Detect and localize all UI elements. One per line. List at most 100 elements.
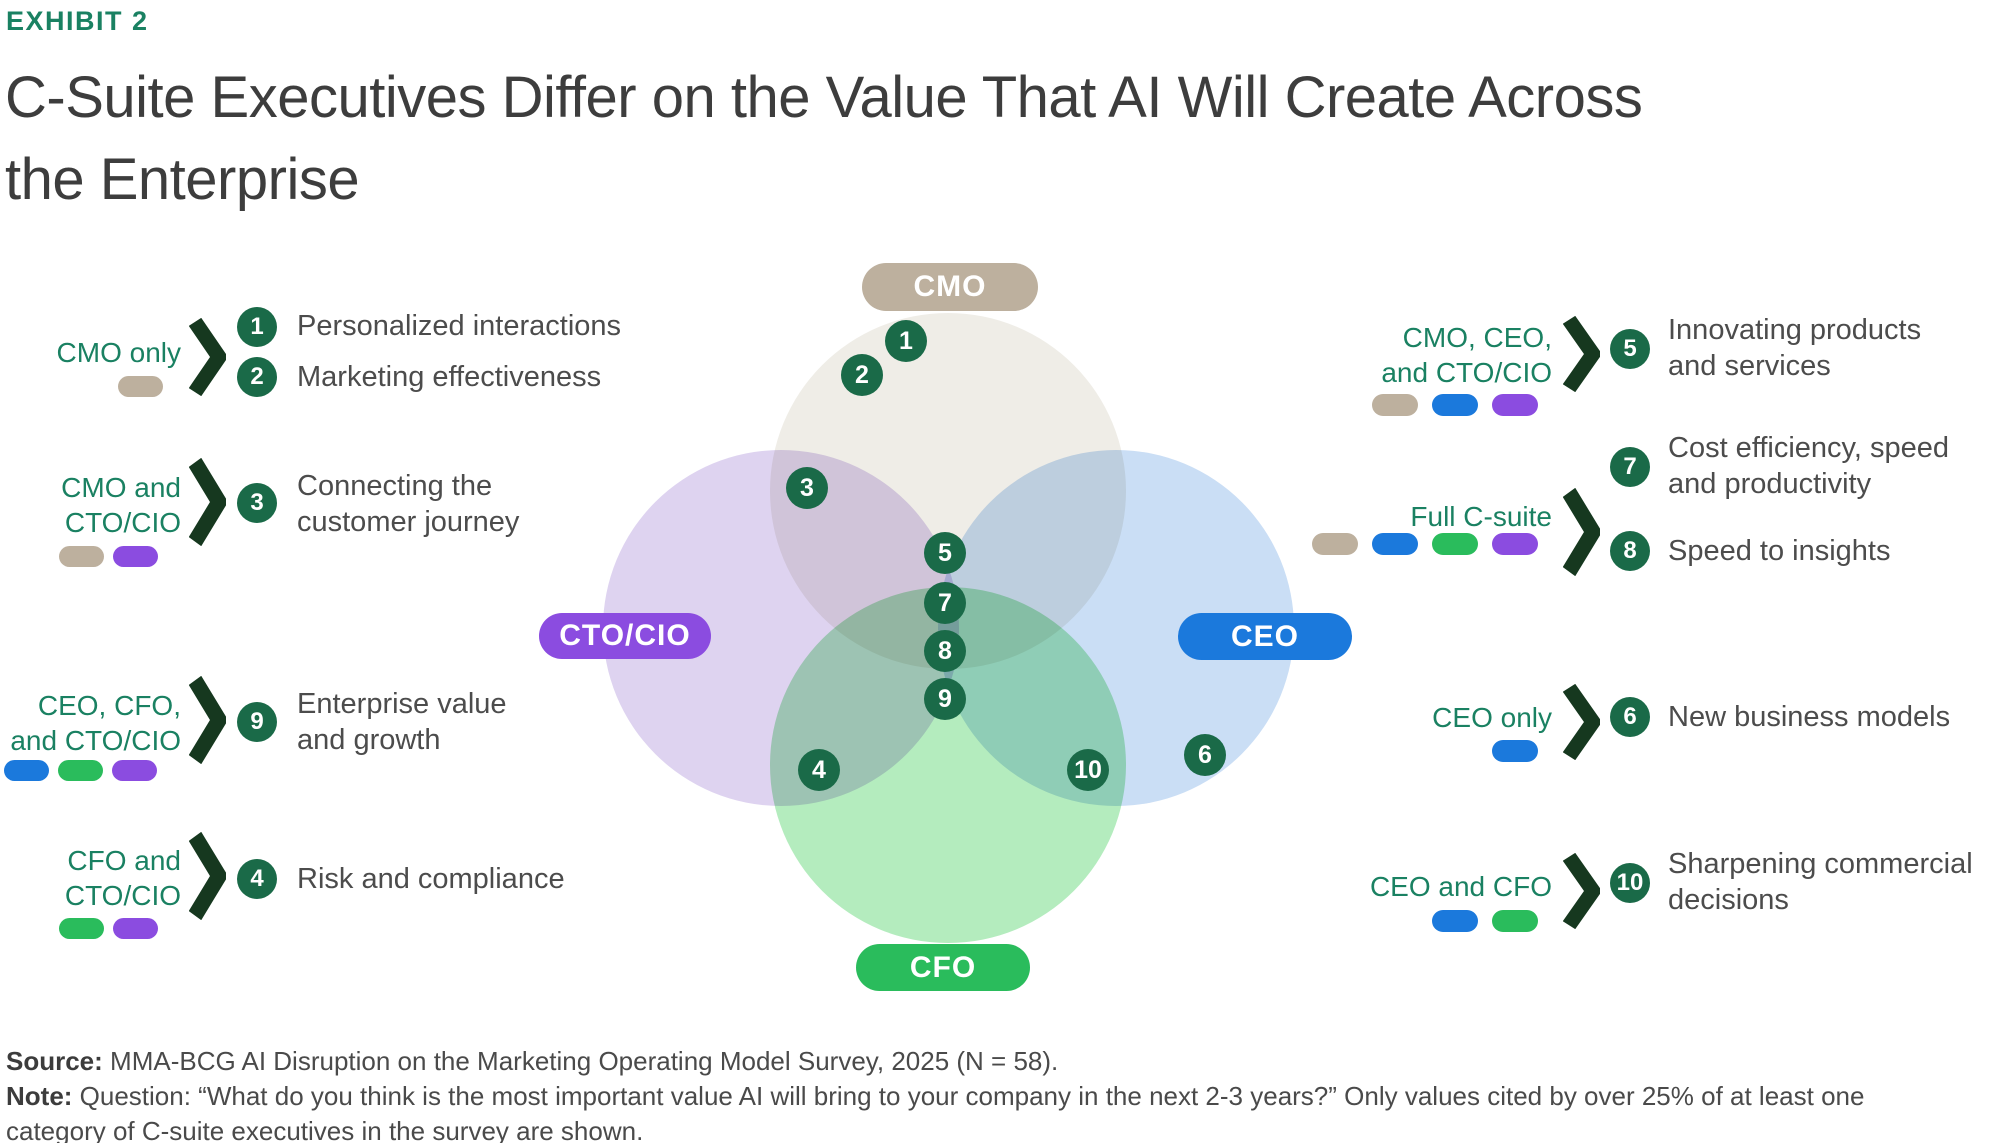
venn-tag-cfo: CFO bbox=[856, 944, 1030, 991]
callout-label-cmo-ceo-cto: CMO, CEO, and CTO/CIO bbox=[1330, 320, 1552, 390]
venn-badge-8: 8 bbox=[924, 630, 966, 672]
callout-label-line: CEO and CFO bbox=[1369, 871, 1552, 902]
item-badge-8: 8 bbox=[1610, 531, 1650, 571]
item-text-4: Risk and compliance bbox=[297, 861, 565, 897]
source-line: Source: MMA-BCG AI Disruption on the Mar… bbox=[6, 1044, 1966, 1079]
note-text: Question: “What do you think is the most… bbox=[6, 1081, 1865, 1143]
item-text-line: Innovating products bbox=[1668, 314, 1922, 346]
exec-pill-row bbox=[4, 760, 157, 781]
callout-label-line: Full C-suite bbox=[1410, 501, 1552, 532]
callout-label-line: CEO only bbox=[1432, 702, 1552, 733]
callout-label-line: CTO/CIO bbox=[64, 507, 181, 538]
exhibit-label: EXHIBIT 2 bbox=[6, 6, 149, 36]
title-line-1: C-Suite Executives Differ on the Value T… bbox=[5, 65, 1643, 130]
venn-tag-ceo: CEO bbox=[1178, 613, 1352, 660]
venn-badge-5: 5 bbox=[924, 532, 966, 574]
ceo-pill bbox=[4, 760, 49, 781]
item-text-line: and growth bbox=[297, 724, 441, 756]
venn-badge-6: 6 bbox=[1184, 734, 1226, 776]
item-badge-2: 2 bbox=[237, 357, 277, 397]
title-line-2: the Enterprise bbox=[5, 147, 360, 212]
item-text-10: Sharpening commercial decisions bbox=[1668, 846, 1973, 918]
item-text-line: Connecting the bbox=[297, 470, 493, 502]
item-text-line: decisions bbox=[1668, 884, 1789, 916]
cmo-pill bbox=[1312, 533, 1358, 555]
exec-pill-row bbox=[1492, 740, 1538, 762]
item-text-2: Marketing effectiveness bbox=[297, 359, 601, 395]
item-text-line: New business models bbox=[1668, 701, 1951, 733]
note-line: Note: Question: “What do you think is th… bbox=[6, 1079, 1954, 1143]
ceo-pill bbox=[1492, 740, 1538, 762]
item-text-line: Speed to insights bbox=[1668, 535, 1891, 567]
chevron-right-icon bbox=[1563, 488, 1600, 576]
venn-badge-3: 3 bbox=[786, 467, 828, 509]
cto-pill bbox=[113, 546, 158, 567]
venn-tag-cmo: CMO bbox=[862, 263, 1038, 311]
item-text-line: Sharpening commercial bbox=[1668, 848, 1973, 880]
chevron-right-icon bbox=[189, 318, 226, 396]
callout-label-ceo-cfo-cto: CEO, CFO, and CTO/CIO bbox=[0, 688, 181, 758]
ceo-pill bbox=[1432, 394, 1478, 416]
item-badge-1: 1 bbox=[237, 307, 277, 347]
item-text-line: Enterprise value bbox=[297, 688, 507, 720]
item-badge-4: 4 bbox=[237, 859, 277, 899]
venn-badge-2: 2 bbox=[841, 354, 883, 396]
callout-label-line: CTO/CIO bbox=[64, 880, 181, 911]
venn-badge-9: 9 bbox=[924, 678, 966, 720]
item-text-line: Cost efficiency, speed bbox=[1668, 432, 1950, 464]
item-text-line: and services bbox=[1668, 350, 1831, 382]
callout-label-line: and CTO/CIO bbox=[1381, 357, 1552, 388]
chevron-right-icon bbox=[189, 458, 226, 546]
item-text-3: Connecting the customer journey bbox=[297, 468, 519, 540]
item-text-1: Personalized interactions bbox=[297, 308, 621, 344]
cto-pill bbox=[1492, 533, 1538, 555]
item-text-7: Cost efficiency, speed and productivity bbox=[1668, 430, 1949, 502]
ceo-pill bbox=[1372, 533, 1418, 555]
cfo-pill bbox=[1492, 910, 1538, 932]
chevron-right-icon bbox=[189, 832, 226, 920]
cto-pill bbox=[113, 918, 158, 939]
exec-pill-row bbox=[59, 918, 158, 939]
cto-pill bbox=[1492, 394, 1538, 416]
cmo-pill bbox=[118, 376, 163, 397]
venn-badge-10: 10 bbox=[1067, 749, 1109, 791]
callout-label-cfo-cto: CFO and CTO/CIO bbox=[0, 843, 181, 913]
item-badge-10: 10 bbox=[1610, 863, 1650, 903]
exec-pill-row bbox=[1312, 533, 1538, 555]
ceo-pill bbox=[1432, 910, 1478, 932]
chevron-right-icon bbox=[1563, 853, 1600, 929]
cmo-pill bbox=[59, 546, 104, 567]
item-text-line: Risk and compliance bbox=[297, 863, 565, 895]
cto-pill bbox=[112, 760, 157, 781]
callout-label-full-c-suite: Full C-suite bbox=[1330, 499, 1552, 534]
callout-label-line: CMO and bbox=[61, 472, 181, 503]
callout-label-line: CMO only bbox=[56, 337, 181, 368]
callout-label-cmo-only: CMO only bbox=[0, 335, 181, 370]
exec-pill-row bbox=[118, 376, 163, 397]
item-text-9: Enterprise value and growth bbox=[297, 686, 507, 758]
exec-pill-row bbox=[1432, 910, 1538, 932]
source-label: Source: bbox=[6, 1046, 103, 1076]
callout-label-line: and CTO/CIO bbox=[10, 725, 181, 756]
venn-tag-cto-cio: CTO/CIO bbox=[539, 613, 711, 659]
item-text-6: New business models bbox=[1668, 699, 1950, 735]
item-badge-5: 5 bbox=[1610, 329, 1650, 369]
item-badge-6: 6 bbox=[1610, 697, 1650, 737]
source-text: MMA-BCG AI Disruption on the Marketing O… bbox=[102, 1046, 1059, 1076]
note-label: Note: bbox=[6, 1081, 73, 1111]
item-text-line: and productivity bbox=[1668, 468, 1872, 500]
venn-badge-7: 7 bbox=[924, 582, 966, 624]
item-badge-7: 7 bbox=[1610, 447, 1650, 487]
callout-label-ceo-cfo: CEO and CFO bbox=[1330, 869, 1552, 904]
callout-label-line: CFO and bbox=[67, 845, 181, 876]
item-text-8: Speed to insights bbox=[1668, 533, 1890, 569]
exec-pill-row bbox=[59, 546, 158, 567]
item-text-line: Personalized interactions bbox=[297, 310, 622, 342]
chevron-right-icon bbox=[1563, 316, 1600, 392]
callout-label-ceo-only: CEO only bbox=[1330, 700, 1552, 735]
item-text-5: Innovating products and services bbox=[1668, 312, 1921, 384]
cfo-pill bbox=[1432, 533, 1478, 555]
callout-label-line: CMO, CEO, bbox=[1402, 322, 1552, 353]
item-badge-9: 9 bbox=[237, 702, 277, 742]
